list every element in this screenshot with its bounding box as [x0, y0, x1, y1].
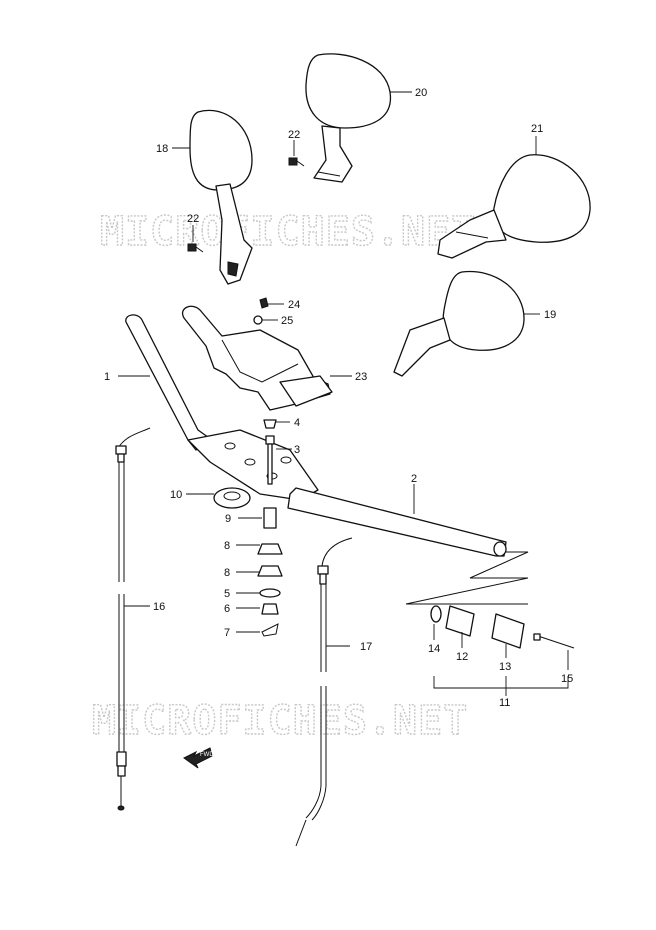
washer-part-14: [430, 605, 442, 640]
bar-end-part-13: [491, 613, 525, 658]
washer-part-25: [253, 315, 278, 325]
label-11: 11: [499, 697, 510, 709]
label-21: 21: [531, 123, 543, 135]
label-5: 5: [224, 588, 230, 600]
label-14: 14: [428, 643, 440, 655]
label-8-lower: 8: [224, 567, 230, 579]
label-17: 17: [360, 641, 372, 653]
bolt-part-3: [265, 435, 292, 485]
watermark-bottom: MICROFICHES.NET: [92, 698, 468, 744]
label-1: 1: [104, 371, 110, 383]
washer-part-5: [236, 588, 281, 598]
label-22-lower: 22: [187, 213, 199, 225]
bar-end-part-12: [445, 605, 475, 648]
label-18: 18: [156, 143, 168, 155]
label-12: 12: [456, 651, 468, 663]
bolt-part-22-upper: [288, 140, 305, 167]
label-22-upper: 22: [288, 129, 300, 141]
label-19: 19: [544, 309, 556, 321]
label-10: 10: [170, 489, 182, 501]
collar-part-9: [238, 507, 277, 529]
cable-part-17: [295, 537, 353, 847]
bolt-part-22-lower: [187, 225, 204, 253]
handle-holder-part-23: [181, 305, 352, 411]
bushing-part-8-lower: [236, 565, 283, 577]
handlebar-part-1: [118, 314, 319, 501]
assembly-bracket-part-11: [433, 676, 569, 696]
bolt-part-24: [259, 297, 284, 309]
clip-part-7: [236, 623, 279, 637]
label-24: 24: [288, 299, 300, 311]
mirror-part-19: [393, 270, 540, 377]
label-3: 3: [294, 444, 300, 456]
cap-part-4: [263, 419, 290, 429]
label-8-upper: 8: [224, 540, 230, 552]
label-25: 25: [281, 315, 293, 327]
cable-part-16: [115, 427, 151, 811]
fwd-label: FWD: [200, 752, 214, 758]
bushing-part-8-upper: [236, 543, 283, 555]
label-4: 4: [294, 417, 300, 429]
mirror-part-20: [305, 53, 412, 183]
label-13: 13: [499, 661, 511, 673]
nut-part-6: [236, 603, 279, 615]
fwd-arrow-icon: FWD: [183, 747, 214, 769]
label-23: 23: [355, 371, 367, 383]
screw-part-15: [533, 633, 575, 670]
mirror-part-21: [437, 136, 591, 259]
label-6: 6: [224, 603, 230, 615]
label-2: 2: [411, 473, 417, 485]
label-20: 20: [415, 87, 427, 99]
label-15: 15: [561, 673, 573, 685]
mount-part-10: [186, 487, 251, 509]
mirror-part-18: [172, 109, 253, 285]
label-7: 7: [224, 627, 230, 639]
label-16: 16: [153, 601, 165, 613]
label-9: 9: [225, 513, 231, 525]
handlebar-part-2: [287, 484, 529, 605]
watermark-top: MICROFICHES.NET: [100, 209, 476, 255]
